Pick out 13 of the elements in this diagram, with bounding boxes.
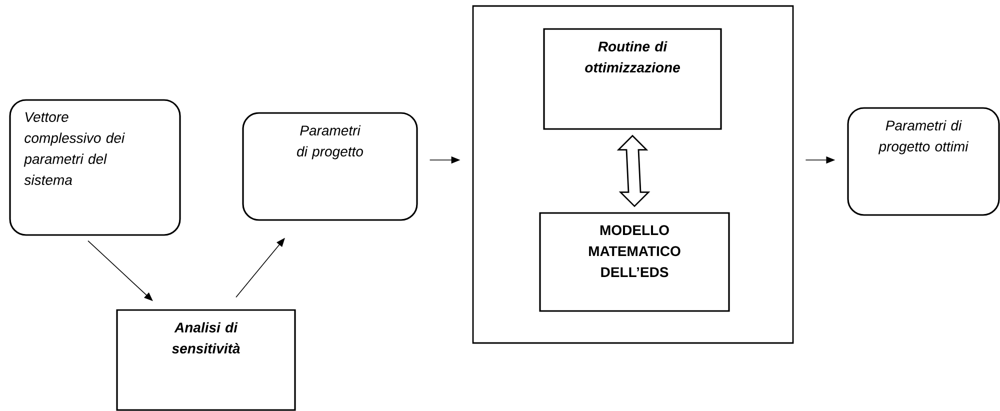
box-text: Parametri di progetto xyxy=(297,125,364,160)
box-text: Parametri di progetto ottimi xyxy=(878,120,969,154)
box-text: Analisi di sensitività xyxy=(172,322,240,354)
box-text: Vettore complessivo dei parametri del sistema xyxy=(24,112,125,185)
rounded-box xyxy=(242,112,418,221)
process-box xyxy=(116,309,296,411)
container-box xyxy=(472,5,794,344)
box-text: Routine di ottimizzazione xyxy=(585,41,680,72)
box-text: MODELLO MATEMATICO DELL’EDS xyxy=(589,225,680,278)
process-box xyxy=(543,28,722,130)
rounded-box xyxy=(847,107,1000,216)
rounded-box xyxy=(9,99,181,236)
process-box xyxy=(539,212,730,312)
